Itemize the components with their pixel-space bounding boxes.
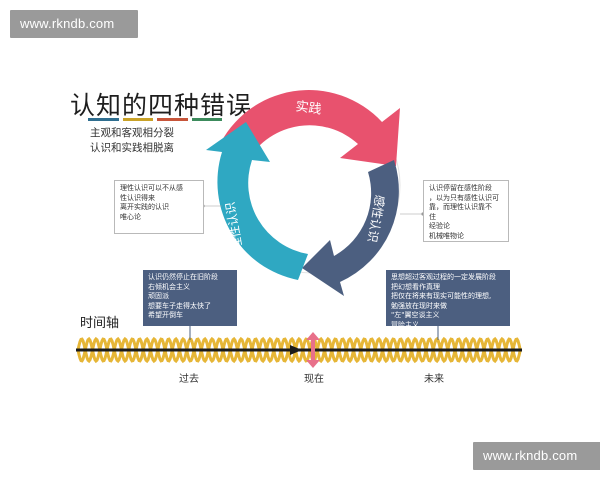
timeline-label: 时间轴 [80, 316, 120, 331]
note-line: 住 [429, 212, 436, 221]
practice-arrow [218, 90, 400, 166]
note-future-error: 思想超过客观过程的一定发展阶段 把幻想看作真理 把仅在将来有现实可能性的理想, … [386, 270, 510, 329]
note-line: 把仅在将来有现实可能性的理想, [391, 292, 492, 300]
note-perceptual-error: 认识停留在感性阶段 ，以为只有感性认识可 靠，而理性认识靠不 住 经验论 机械唯… [423, 180, 509, 242]
note-line: 认识仍然停止在旧阶段 [148, 273, 218, 281]
diagram-title: 认知的四种错误 [70, 91, 253, 120]
error-item: 主观和客观相分裂 [90, 127, 174, 139]
strip-segment-3 [157, 118, 188, 121]
note-line: ，以为只有感性认识可 [429, 193, 499, 202]
note-line: 经验论 [429, 222, 450, 230]
note-line: 靠，而理性认识靠不 [429, 203, 492, 211]
time-axis-arrowhead [290, 345, 302, 355]
wave-strand-b [76, 336, 522, 364]
note-line: 唯心论 [120, 212, 141, 221]
title-color-strip [88, 118, 222, 121]
now-label: 现在 [304, 374, 324, 385]
now-marker [306, 332, 320, 368]
perceptual-knowledge-arrow [302, 160, 399, 296]
note-line: 理性认识可以不从感 [120, 184, 183, 192]
note-line: 把幻想看作真理 [391, 282, 440, 291]
note-line: "左"翼空谈主义 [391, 311, 440, 319]
strip-segment-4 [191, 118, 222, 121]
note-line: 认识停留在感性阶段 [429, 184, 492, 192]
error-list: 主观和客观相分裂 认识和实践相脱离 [90, 126, 174, 156]
wave-strand-a [76, 336, 522, 364]
time-wave [76, 336, 522, 364]
rational-knowledge-arrow [206, 122, 308, 280]
note-line: 冒险主义 [391, 320, 419, 329]
note-line: 机械唯物论 [429, 231, 464, 240]
note-line: 离开实践的认识 [120, 203, 169, 211]
future-label: 未来 [424, 374, 444, 385]
watermark-top: www.rkndb.com [10, 10, 138, 38]
watermark-bottom: www.rkndb.com [473, 442, 600, 470]
note-line: 性认识得来 [120, 193, 155, 202]
note-past-error: 认识仍然停止在旧阶段 右倾机会主义 顽固派 想要车子走得太快了 希望开倒车 [143, 270, 237, 326]
strip-segment-1 [88, 118, 119, 121]
note-line: 思想超过客观过程的一定发展阶段 [391, 273, 496, 281]
note-line: 想要车子走得太快了 [148, 301, 211, 310]
practice-label: 实践 [295, 99, 323, 117]
past-label: 过去 [179, 374, 199, 385]
note-line: 右倾机会主义 [148, 282, 190, 291]
error-item: 认识和实践相脱离 [90, 142, 174, 154]
note-rational-error: 理性认识可以不从感 性认识得来 离开实践的认识 唯心论 [114, 180, 204, 234]
note-line: 勉强放在现时来做 [391, 301, 447, 310]
note-line: 希望开倒车 [148, 311, 183, 319]
note-line: 顽固派 [148, 292, 169, 300]
strip-segment-2 [122, 118, 153, 121]
